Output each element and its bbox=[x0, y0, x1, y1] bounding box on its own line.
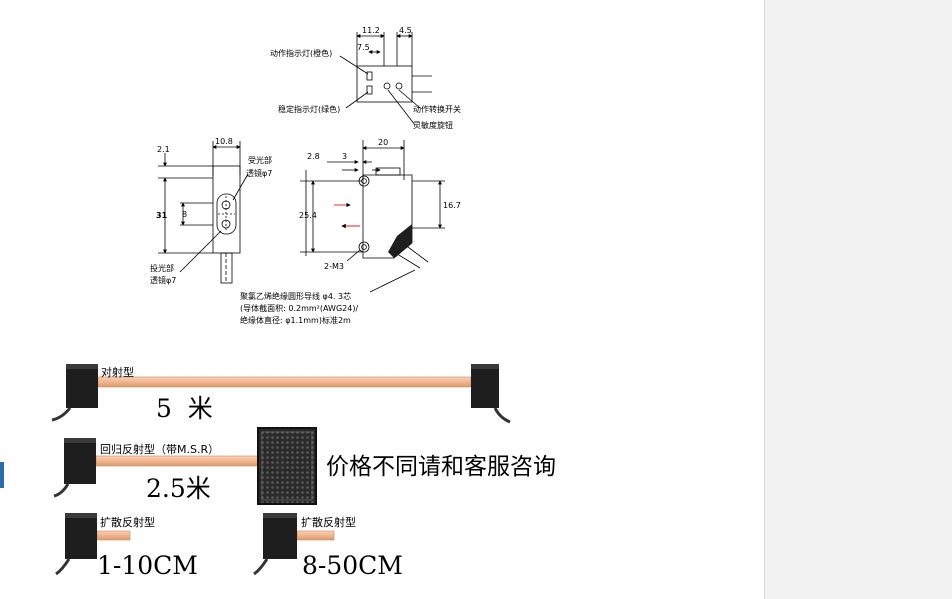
retro-reflective-row bbox=[53, 427, 317, 505]
dim-31: 31 bbox=[156, 211, 168, 220]
dim-25-4: 25.4 bbox=[299, 211, 317, 220]
diffuse-long-sensor bbox=[263, 513, 297, 559]
through-beam-row bbox=[51, 364, 511, 424]
label-sensitivity-knob: 灵敏度旋钮 bbox=[413, 120, 453, 130]
diffuse-long-type-label: 扩散反射型 bbox=[301, 515, 356, 529]
left-scroll-marker bbox=[0, 462, 4, 488]
label-receiver-lens: 透镜φ7 bbox=[246, 168, 272, 178]
label-action-led: 动作指示灯(橙色) bbox=[270, 48, 332, 58]
cable-note-line-3: 绝缘体直径: φ1.1mm)标准2m bbox=[240, 315, 351, 325]
dim-3: 3 bbox=[342, 152, 347, 161]
cable-note-line-1: 聚氯乙烯绝缘圆形导线 φ4. 3芯 bbox=[240, 291, 351, 301]
beam-arrows bbox=[334, 202, 360, 229]
retro-reflective-type-label: 回归反射型（带M.S.R） bbox=[100, 442, 219, 456]
diffuse-short-sensor bbox=[65, 513, 97, 559]
through-beam-emitter-sensor bbox=[66, 364, 98, 408]
retro-reflective-sensor bbox=[64, 438, 96, 484]
top-view-drawing bbox=[339, 32, 432, 126]
dim-2-1: 2.1 bbox=[157, 145, 170, 154]
diffuse-long-distance: 8-50CM bbox=[302, 551, 403, 580]
dim-2-8: 2.8 bbox=[307, 152, 320, 161]
diffuse-short-row bbox=[55, 513, 131, 576]
price-note: 价格不同请和客服咨询 bbox=[326, 454, 556, 480]
through-beam-receiver-sensor bbox=[471, 364, 499, 408]
cable-note-line-2: (导体截面积: 0.2mm²(AWG24)/ bbox=[240, 303, 358, 313]
through-beam-distance: 5 米 bbox=[156, 394, 213, 423]
label-2-m3: 2-M3 bbox=[324, 262, 344, 271]
side-view-drawing bbox=[300, 140, 445, 293]
retro-reflective-distance: 2.5米 bbox=[146, 474, 211, 503]
dim-10-8: 10.8 bbox=[215, 137, 233, 146]
diffuse-short-type-label: 扩散反射型 bbox=[100, 515, 155, 529]
label-mode-switch: 动作转换开关 bbox=[413, 104, 461, 114]
retro-reflective-light bbox=[95, 455, 267, 467]
right-blank-panel bbox=[764, 0, 952, 599]
dim-4-5: 4.5 bbox=[399, 26, 412, 35]
diffuse-long-light bbox=[296, 530, 335, 541]
msr-reflector bbox=[257, 427, 317, 505]
label-emitter-lens: 透镜φ7 bbox=[150, 275, 176, 285]
diffuse-short-distance: 1-10CM bbox=[97, 551, 198, 580]
dim-20: 20 bbox=[378, 138, 388, 147]
dim-16-7: 16.7 bbox=[443, 201, 461, 210]
front-view-drawing bbox=[158, 141, 249, 284]
through-beam-light bbox=[97, 376, 472, 388]
through-beam-type-label: 对射型 bbox=[101, 365, 134, 379]
label-stable-led: 稳定指示灯(绿色) bbox=[278, 104, 340, 114]
dim-11-2: 11.2 bbox=[362, 26, 380, 35]
side-view-cable-boot bbox=[388, 224, 412, 258]
diffuse-short-light bbox=[96, 530, 131, 541]
label-emitter: 投光部 bbox=[150, 263, 174, 273]
dim-7-5: 7.5 bbox=[357, 43, 370, 52]
label-receiver: 受光部 bbox=[248, 155, 272, 165]
dim-8: 8 bbox=[182, 210, 187, 219]
diffuse-long-row bbox=[253, 513, 335, 576]
